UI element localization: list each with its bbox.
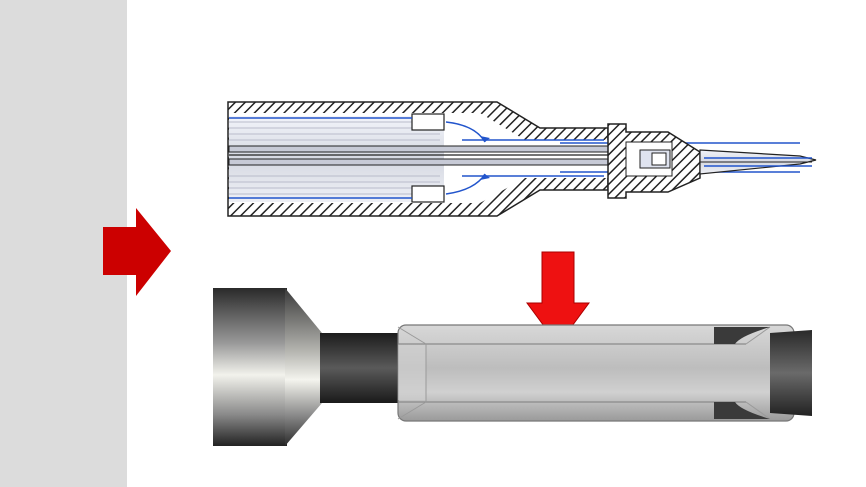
- cross-section-view: [227, 101, 817, 217]
- down-arrow-icon: [526, 251, 590, 346]
- crimp-component-render: [213, 288, 812, 446]
- right-arrow-icon: [103, 208, 171, 296]
